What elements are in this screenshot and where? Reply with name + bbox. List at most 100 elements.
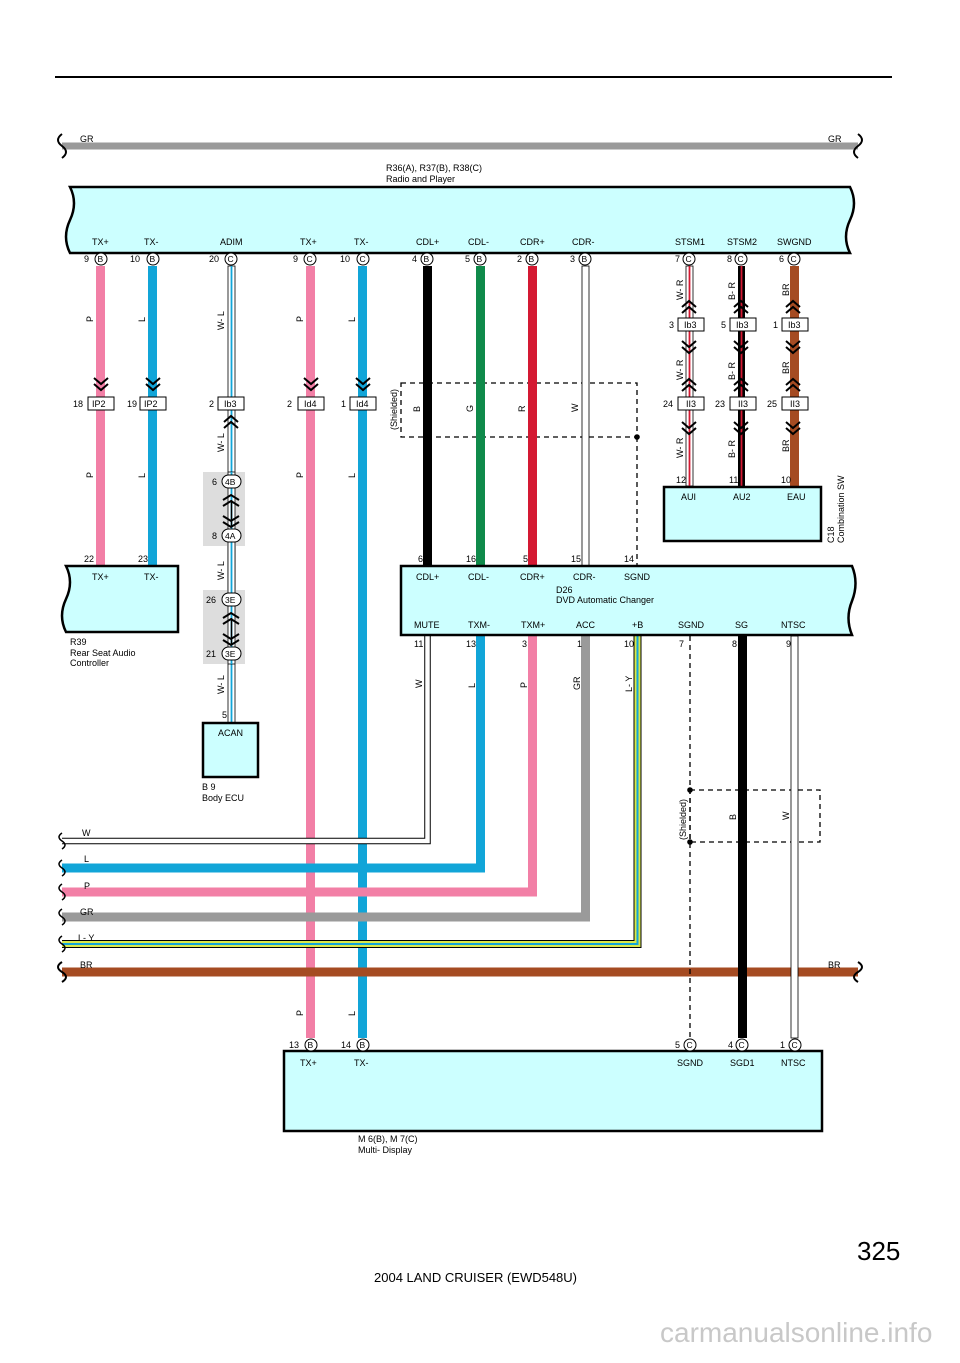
wire-p-multi-tx-plus	[306, 266, 315, 1038]
pin-number: 10	[130, 254, 140, 264]
radio-and-player: R36(A), R37(B), R38(C) Radio and Player …	[64, 163, 856, 255]
diagram-label: 3E	[225, 595, 236, 605]
pin-conn: C	[792, 1040, 798, 1050]
rsac-name: Rear Seat Audio	[70, 648, 136, 658]
pin-conn: C	[687, 1040, 693, 1050]
multi-terminal-label: TX+	[300, 1058, 317, 1068]
shielded-label: (Shielded)	[389, 389, 399, 430]
multi-terminal-label: SGD1	[730, 1058, 755, 1068]
pin-number: 12	[676, 475, 686, 485]
wire-gr-acc	[62, 636, 590, 922]
wire-l-tx-minus	[148, 266, 157, 566]
diagram-label: L	[347, 317, 357, 322]
diagram-label: L	[347, 1011, 357, 1016]
dvd-terminal-label: SGND	[624, 572, 651, 582]
diagram-label: L	[137, 473, 147, 478]
pin-number: 3	[522, 639, 527, 649]
wire-l-y-b-plus	[62, 636, 642, 948]
diagram-label: W	[781, 811, 791, 820]
diagram-label: 3	[669, 320, 674, 330]
diagram-label: IP2	[92, 399, 106, 409]
pin-conn: B	[98, 254, 104, 264]
pin-conn: B	[582, 254, 588, 264]
footer-title: 2004 LAND CRUISER (EWD548U)	[374, 1270, 577, 1285]
pin-conn: B	[308, 1040, 314, 1050]
bus-label: GR	[80, 907, 94, 917]
wire-r-cdr-plus	[528, 266, 537, 566]
wire-w-r-stsm1	[685, 265, 694, 487]
bus-label: W	[82, 828, 91, 838]
wires	[62, 265, 858, 1039]
dvd-terminal-label: SG	[735, 620, 748, 630]
diagram-label: Ib3	[736, 320, 749, 330]
wire-p-txm-plus	[62, 636, 537, 897]
radio-code: R36(A), R37(B), R38(C)	[386, 163, 482, 173]
dvd-automatic-changer: 6 16 5 15 14 CDL+ CDL- CDR+ CDR- SGND D2…	[399, 554, 857, 649]
diagram-label: 25	[767, 399, 777, 409]
pin-number: 4	[412, 254, 417, 264]
pin-number: 3	[570, 254, 575, 264]
diagram-label: L	[467, 683, 477, 688]
wire-color-labels: P P L L W- L W- L W- L W- L P P P L L L …	[85, 279, 791, 1016]
diagram-label: 6	[212, 477, 217, 487]
body-ecu: 5 ACAN B 9 Body ECU	[201, 710, 260, 803]
rsac-terminal-label: TX+	[92, 572, 109, 582]
pin-number: 8	[727, 254, 732, 264]
diagram-label: W- L	[216, 675, 226, 694]
pin-number: 5	[222, 710, 227, 720]
pin-number: 9	[84, 254, 89, 264]
diagram-label: 3E	[225, 649, 236, 659]
bus-label: P	[84, 881, 90, 891]
dvd-terminal-label: ACC	[576, 620, 596, 630]
body-ecu-terminal: ACAN	[218, 728, 243, 738]
diagram-label: R	[517, 405, 527, 412]
diagram-label: Ib3	[224, 399, 237, 409]
pin-conn: C	[360, 254, 366, 264]
wire-l-txm-minus	[62, 636, 485, 873]
pin-number: 1	[577, 639, 582, 649]
pin-number: 15	[571, 554, 581, 564]
diagram-label: BR	[781, 439, 791, 452]
radio-terminal-label: ADIM	[220, 237, 243, 247]
body-ecu-name: Body ECU	[202, 793, 244, 803]
bus-gr-top: GR GR	[57, 133, 863, 159]
combo-name: Combination SW	[836, 475, 846, 543]
diagram-group: 13 B	[289, 1038, 318, 1052]
diagram-label: 4A	[225, 531, 236, 541]
dvd-terminal-label: TXM-	[468, 620, 490, 630]
pin-number: 4	[728, 1040, 733, 1050]
diagram-label: W- L	[216, 561, 226, 580]
wire-w-ntsc	[790, 635, 799, 1039]
diagram-label: P	[85, 316, 95, 322]
radio-terminal-label: STSM2	[727, 237, 757, 247]
pin-number: 16	[466, 554, 476, 564]
multi-terminal-label: NTSC	[781, 1058, 806, 1068]
pin-number: 10	[624, 639, 634, 649]
radio-terminal-label: TX-	[354, 237, 369, 247]
dvd-terminal-label: NTSC	[781, 620, 806, 630]
connector-chevrons	[93, 299, 801, 436]
diagram-label: W- R	[675, 359, 685, 380]
radio-terminal-label: TX+	[92, 237, 109, 247]
rsac-code: R39	[70, 637, 87, 647]
pin-conn: B	[360, 1040, 366, 1050]
radio-terminal-label: TX+	[300, 237, 317, 247]
diagram-label: II3	[738, 399, 748, 409]
wire-g-cdl-minus	[476, 266, 485, 566]
multi-name: Multi- Display	[358, 1145, 413, 1155]
pin-number: 7	[679, 639, 684, 649]
pin-number: 13	[289, 1040, 299, 1050]
multi-terminal-label: TX-	[354, 1058, 369, 1068]
